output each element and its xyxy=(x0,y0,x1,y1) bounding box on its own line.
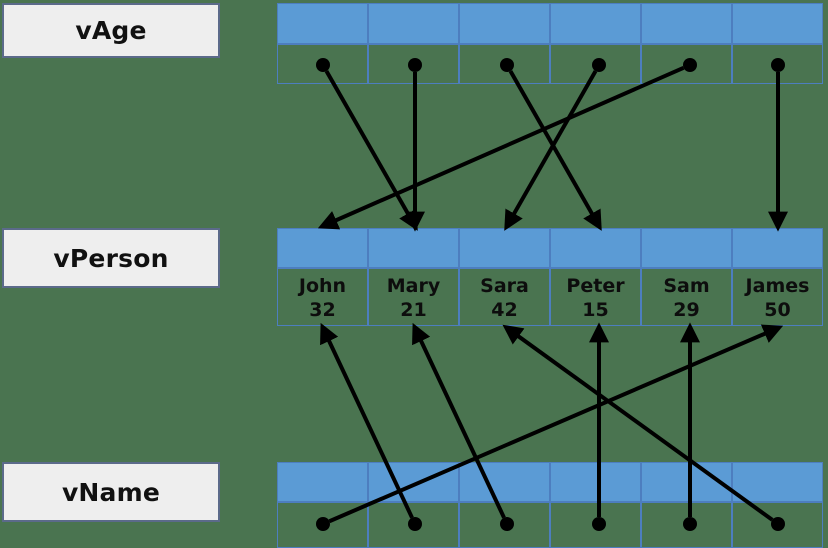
table-vname-header-cell xyxy=(277,462,368,502)
table-vage-body-row xyxy=(277,44,823,84)
table-vage-body-cell xyxy=(732,44,823,84)
table-vperson-header-row xyxy=(277,228,823,268)
person-age: 21 xyxy=(400,299,427,321)
person-name: John xyxy=(298,275,347,297)
label-box-vage: vAge xyxy=(2,3,220,58)
table-vage-body-cell xyxy=(277,44,368,84)
label-vname-text: vName xyxy=(61,477,161,507)
table-vage-header-cell xyxy=(368,3,459,44)
table-vname xyxy=(277,462,823,548)
edge-vage-to-vperson xyxy=(317,65,685,230)
table-vage-header-cell xyxy=(641,3,732,44)
table-vperson-header-cell xyxy=(550,228,641,268)
person-age: 32 xyxy=(309,299,336,321)
table-vperson-body-cell: Peter 15 xyxy=(550,268,641,326)
table-vname-body-cell xyxy=(550,502,641,548)
table-vperson-body-cell: Sam 29 xyxy=(641,268,732,326)
table-vperson-header-cell xyxy=(459,228,550,268)
table-vname-header-cell xyxy=(732,462,823,502)
person-name: Sam xyxy=(663,275,710,297)
table-vname-header-cell xyxy=(459,462,550,502)
table-vname-body-cell xyxy=(368,502,459,548)
label-box-vname: vName xyxy=(2,462,220,522)
table-vage-body-cell xyxy=(641,44,732,84)
table-vperson-body-cell: John 32 xyxy=(277,268,368,326)
edge-vage-to-vperson xyxy=(324,70,418,231)
table-vage-header-cell xyxy=(732,3,823,44)
table-vname-body-row xyxy=(277,502,823,548)
table-vname-header-row xyxy=(277,462,823,502)
table-vname-body-cell xyxy=(732,502,823,548)
person-name: Mary xyxy=(386,275,441,297)
table-vperson-header-cell xyxy=(641,228,732,268)
table-vage-header-row xyxy=(277,3,823,44)
table-vname-body-cell xyxy=(641,502,732,548)
table-vperson-body-row: John 32 Mary 21 Sara 42 Peter 15 Sam 29 … xyxy=(277,268,823,326)
table-vperson-body-cell: Mary 21 xyxy=(368,268,459,326)
person-age: 42 xyxy=(491,299,518,321)
person-age: 29 xyxy=(673,299,700,321)
label-vperson-text: vPerson xyxy=(53,243,169,273)
table-vage-header-cell xyxy=(459,3,550,44)
table-vperson-header-cell xyxy=(368,228,459,268)
table-vname-header-cell xyxy=(368,462,459,502)
edge-vage-to-vperson xyxy=(504,70,598,231)
table-vperson-body-cell: James 50 xyxy=(732,268,823,326)
edge-vage-to-vperson xyxy=(508,70,602,231)
table-vperson-body-cell: Sara 42 xyxy=(459,268,550,326)
table-vperson-header-cell xyxy=(732,228,823,268)
label-box-vperson: vPerson xyxy=(2,228,220,288)
table-vage-body-cell xyxy=(368,44,459,84)
person-name: Peter xyxy=(566,275,625,297)
table-vperson: John 32 Mary 21 Sara 42 Peter 15 Sam 29 … xyxy=(277,228,823,326)
table-vage-header-cell xyxy=(277,3,368,44)
table-vname-body-cell xyxy=(277,502,368,548)
table-vperson-header-cell xyxy=(277,228,368,268)
person-name: James xyxy=(745,275,810,297)
table-vage-body-cell xyxy=(459,44,550,84)
table-vage-header-cell xyxy=(550,3,641,44)
label-vage-text: vAge xyxy=(75,16,147,45)
table-vage xyxy=(277,3,823,84)
table-vname-header-cell xyxy=(550,462,641,502)
person-age: 50 xyxy=(764,299,791,321)
table-vage-body-cell xyxy=(550,44,641,84)
person-name: Sara xyxy=(480,275,529,297)
table-vname-body-cell xyxy=(459,502,550,548)
person-age: 15 xyxy=(582,299,609,321)
table-vname-header-cell xyxy=(641,462,732,502)
